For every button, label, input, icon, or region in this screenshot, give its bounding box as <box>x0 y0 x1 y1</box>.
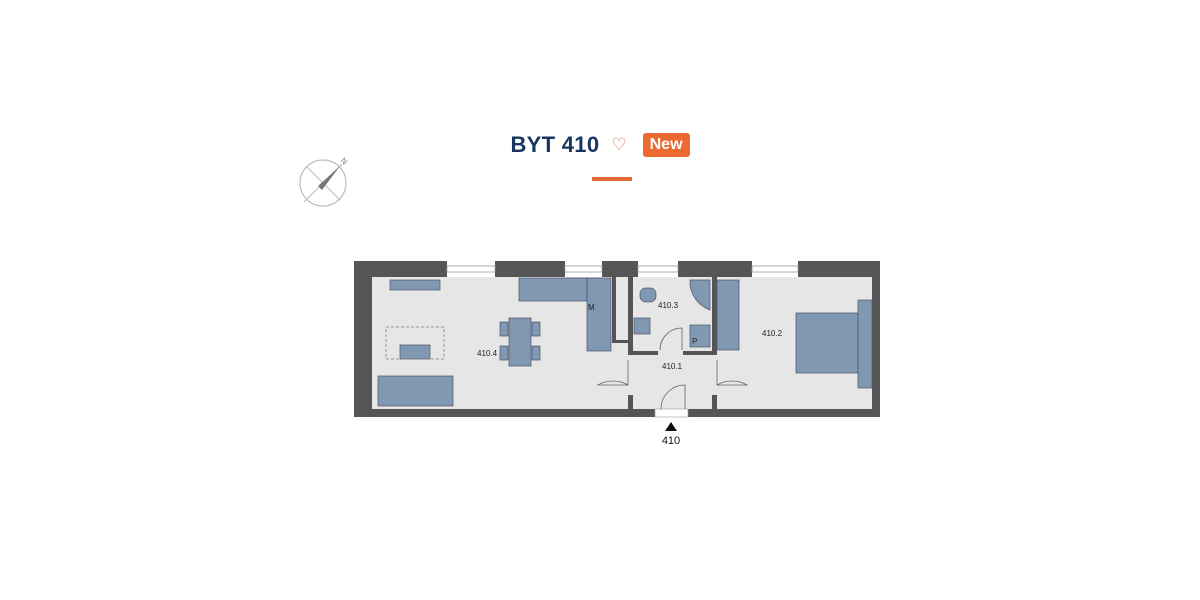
boiler-label: P <box>692 337 697 346</box>
apartment-header: BYT 410 ♡ New <box>0 132 1200 158</box>
sink <box>633 317 651 335</box>
compass-icon: N <box>299 156 350 207</box>
shower <box>689 279 711 311</box>
title-underline <box>592 177 632 181</box>
compass-north-label: N <box>339 156 350 167</box>
sofa <box>377 375 454 407</box>
room-label-410-2: 410.2 <box>762 329 783 338</box>
windows <box>446 265 799 273</box>
kitchen-counter-side <box>586 277 612 352</box>
entrance-label: 410 <box>662 435 680 447</box>
boiler <box>689 324 711 348</box>
bedroom-wardrobe <box>716 279 740 351</box>
kitchen-counter <box>518 277 588 302</box>
coffee-table <box>399 344 431 360</box>
new-badge: New <box>642 133 690 157</box>
walls <box>354 261 880 417</box>
entrance-door <box>654 408 689 418</box>
door-swings <box>596 327 749 410</box>
apartment-title: BYT 410 <box>510 132 600 157</box>
washer-label: M <box>588 303 595 312</box>
room-label-410-1: 410.1 <box>662 362 683 371</box>
wardrobe <box>389 279 441 291</box>
dining-table <box>508 317 532 367</box>
room-label-410-3: 410.3 <box>658 301 679 310</box>
room-label-410-4: 410.4 <box>477 349 498 358</box>
furniture <box>377 277 873 407</box>
toilet <box>639 287 657 303</box>
bed <box>795 312 859 374</box>
heart-icon[interactable]: ♡ <box>611 135 627 154</box>
entrance-arrow-icon <box>665 422 677 431</box>
